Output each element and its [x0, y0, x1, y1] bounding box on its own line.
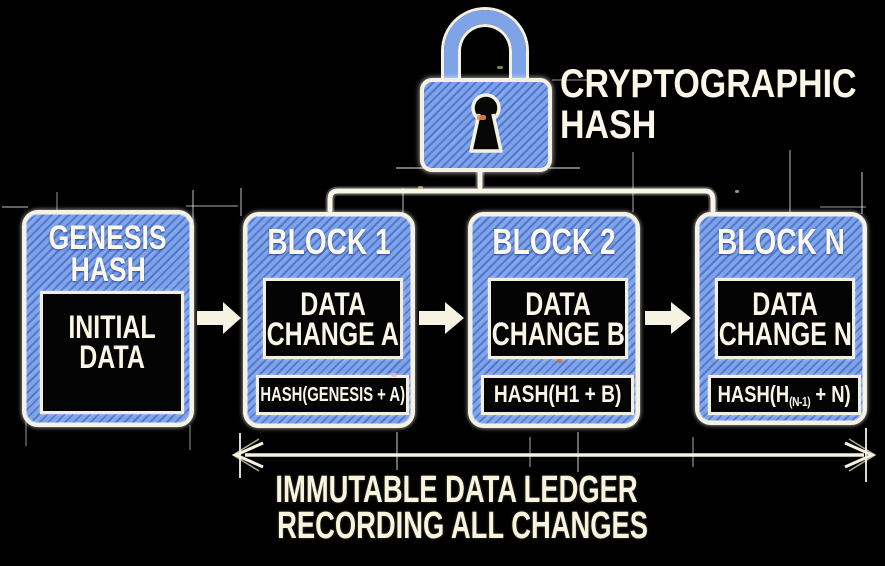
genesis-data-line1: INITIAL: [68, 308, 156, 345]
genesis-title-line2: HASH: [70, 251, 146, 289]
caption-line2: RECORDING ALL CHANGES: [277, 505, 649, 547]
noise-speck: [735, 190, 739, 193]
cryptographic-hash-label: CRYPTOGRAPHIC HASH: [560, 64, 885, 146]
genesis-hash-block: GENESIS HASH INITIAL DATA: [22, 210, 194, 427]
block-1-data-line1: DATA: [300, 285, 366, 322]
noise-speck: [557, 359, 562, 363]
genesis-title-line1: GENESIS: [49, 219, 167, 257]
ledger-caption: IMMUTABLE DATA LEDGER RECORDING ALL CHAN…: [205, 469, 665, 547]
block-1-hash-bar: HASH(GENESIS + A): [256, 375, 409, 415]
block-2-hash-text: HASH(H1 + B): [493, 381, 622, 408]
keyhole-icon: [469, 93, 503, 153]
double-headed-arrow-icon: [231, 438, 877, 472]
block-1: BLOCK 1 DATA CHANGE A HASH(GENESIS + A): [243, 212, 415, 428]
block-1-title-text: BLOCK 1: [267, 221, 391, 262]
padlock-body: [420, 78, 552, 172]
crypto-label-line1: CRYPTOGRAPHIC: [560, 62, 857, 106]
block-1-hash-text: HASH(GENESIS + A): [260, 383, 405, 406]
block-2-title-text: BLOCK 2: [492, 221, 616, 262]
padlock-shackle: [444, 10, 526, 88]
genesis-data-line2: DATA: [79, 338, 145, 375]
block-n-data-line2: CHANGE N: [718, 315, 852, 352]
block-1-data-line2: CHANGE A: [266, 315, 400, 352]
block-2-data-box: DATA CHANGE B: [488, 278, 628, 359]
noise-speck: [391, 373, 397, 377]
block-2-hash-bar: HASH(H1 + B): [481, 375, 634, 415]
block-2-title: BLOCK 2: [472, 221, 636, 262]
block-n-hash-subscript: (N-1): [789, 395, 811, 409]
block-n-hash-bar: HASH(H(N-1) + N): [708, 375, 861, 415]
block-n-title: BLOCK N: [699, 221, 863, 262]
block-n-data-box: DATA CHANGE N: [715, 278, 855, 359]
genesis-data-box: INITIAL DATA: [40, 291, 184, 414]
block-1-title: BLOCK 1: [247, 221, 411, 262]
noise-speck: [497, 66, 503, 69]
block-2: BLOCK 2 DATA CHANGE B HASH(H1 + B): [468, 212, 640, 428]
caption-line1: IMMUTABLE DATA LEDGER: [275, 469, 638, 511]
block-n: BLOCK N DATA CHANGE N HASH(H(N-1) + N): [695, 212, 867, 425]
block-n-hash-prefix: HASH(H: [718, 381, 790, 407]
block-n-title-text: BLOCK N: [717, 221, 845, 262]
block-n-hash-suffix: + N): [810, 381, 852, 407]
hash-connector-lines: [325, 161, 718, 215]
noise-speck: [477, 115, 486, 120]
block-1-data-box: DATA CHANGE A: [263, 278, 403, 359]
block-2-data-line2: CHANGE B: [491, 315, 625, 352]
block-n-hash-text: HASH(H(N-1) + N): [718, 381, 851, 409]
padlock-icon: [420, 8, 552, 172]
block-2-data-line1: DATA: [525, 285, 591, 322]
genesis-block-title: GENESIS HASH: [26, 219, 190, 289]
noise-speck: [418, 186, 423, 189]
block-n-data-line1: DATA: [752, 285, 818, 322]
crypto-label-line2: HASH: [560, 103, 657, 147]
